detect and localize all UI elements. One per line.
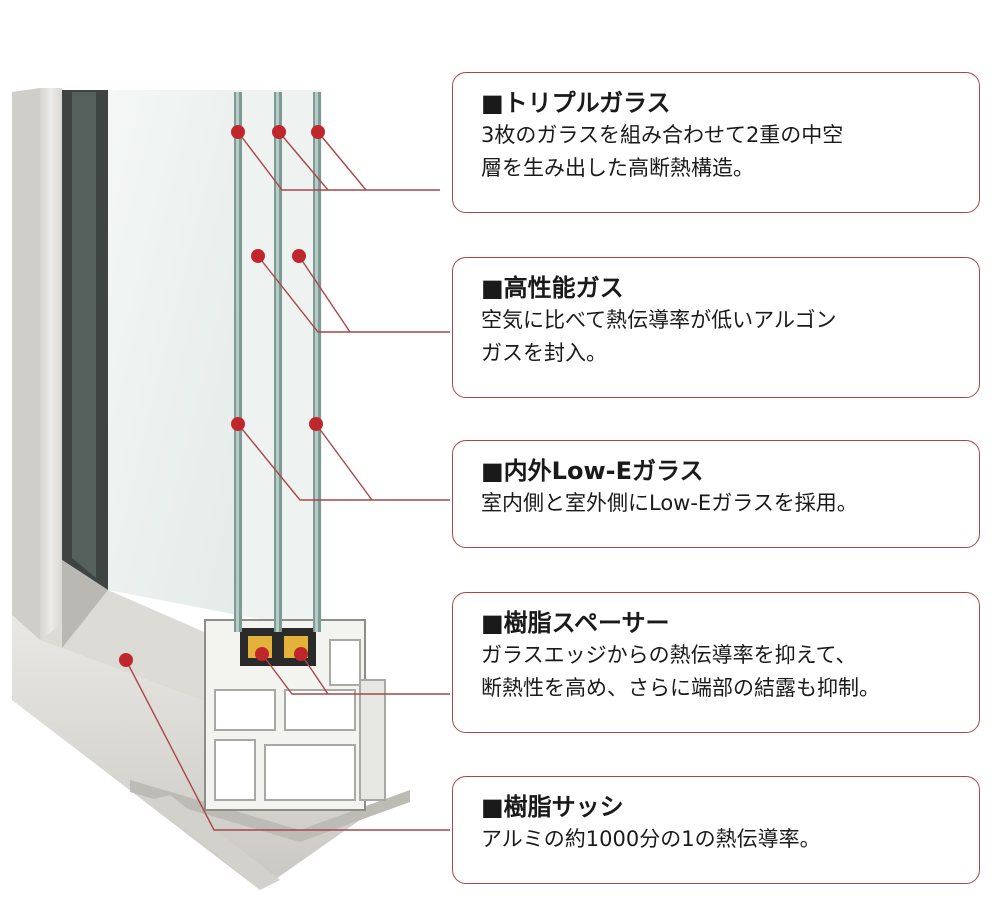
callout-line: 層を生み出した高断熱構造。	[481, 156, 754, 180]
callout-resin-spacer: ■樹脂スペーサー ガラスエッジからの熱伝導率を抑えて、 断熱性を高め、さらに端部…	[452, 592, 980, 733]
callout-line: 室内側と室外側にLow-Eガラスを採用。	[481, 491, 858, 515]
callout-triple-glass: ■トリプルガラス 3枚のガラスを組み合わせて2重の中空 層を生み出した高断熱構造…	[452, 72, 980, 213]
callout-description: ガラスエッジからの熱伝導率を抑えて、 断熱性を高め、さらに端部の結露も抑制。	[481, 639, 961, 705]
callout-low-e-glass: ■内外Low-Eガラス 室内側と室外側にLow-Eガラスを採用。	[452, 440, 980, 548]
marker-dots	[119, 125, 325, 667]
callout-line: ガスを封入。	[481, 341, 607, 365]
callout-high-performance-gas: ■高性能ガス 空気に比べて熱伝導率が低いアルゴン ガスを封入。	[452, 257, 980, 398]
resin-sash-profile	[204, 619, 386, 811]
callout-line: 断熱性を高め、さらに端部の結露も抑制。	[481, 676, 880, 700]
callout-line: 空気に比べて熱伝導率が低いアルゴン	[481, 308, 837, 332]
triple-glass-panes	[234, 92, 321, 632]
callout-line: アルミの約1000分の1の熱伝導率。	[481, 827, 821, 851]
leader-lines	[125, 131, 450, 831]
callout-description: 空気に比べて熱伝導率が低いアルゴン ガスを封入。	[481, 304, 961, 370]
callout-description: 3枚のガラスを組み合わせて2重の中空 層を生み出した高断熱構造。	[481, 119, 961, 185]
callout-title: ■トリプルガラス	[481, 89, 671, 117]
callout-description: アルミの約1000分の1の熱伝導率。	[481, 823, 961, 856]
callout-line: 3枚のガラスを組み合わせて2重の中空	[481, 123, 844, 147]
callout-title: ■高性能ガス	[481, 274, 624, 302]
callout-line: ガラスエッジからの熱伝導率を抑えて、	[481, 643, 857, 667]
callout-description: 室内側と室外側にLow-Eガラスを採用。	[481, 487, 961, 520]
callout-title: ■内外Low-Eガラス	[481, 457, 704, 485]
callout-title: ■樹脂サッシ	[481, 793, 624, 821]
callout-title: ■樹脂スペーサー	[481, 609, 670, 637]
callout-resin-sash: ■樹脂サッシ アルミの約1000分の1の熱伝導率。	[452, 776, 980, 884]
